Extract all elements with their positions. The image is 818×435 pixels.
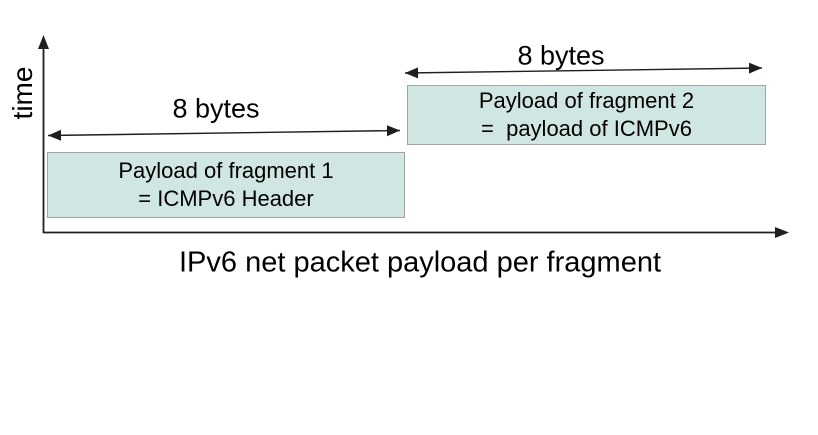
fragment1-payload-box: Payload of fragment 1 = ICMPv6 Header [47, 152, 405, 218]
fragment2-size-label: 8 bytes [517, 40, 605, 71]
x-axis-arrowhead-icon [775, 227, 789, 238]
x-axis-label: IPv6 net packet payload per fragment [178, 246, 662, 279]
fragment1-payload-title: Payload of fragment 1 [118, 158, 334, 183]
fragment1-size-arrow-right-head-icon [387, 125, 400, 137]
fragment1-size-label: 8 bytes [172, 93, 260, 124]
fragment2-payload-title: Payload of fragment 2 [478, 88, 695, 113]
fragment1-payload-subtitle: = ICMPv6 Header [138, 186, 314, 211]
fragment2-size-arrow-left-head-icon [405, 67, 418, 79]
fragment2-payload-subtitle: = payload of ICMPv6 [481, 116, 692, 141]
fragment2-payload-box: Payload of fragment 2 = payload of ICMPv… [407, 85, 766, 145]
fragment1-size-arrow-line [47, 129, 401, 137]
fragment2-size-arrow-right-head-icon [749, 62, 762, 74]
fragment1-size-arrow-left-head-icon [48, 129, 61, 141]
time-axis-arrowhead-icon [38, 35, 49, 49]
time-axis-label: time [7, 66, 38, 120]
fragment2-size-arrow-line [404, 67, 763, 74]
